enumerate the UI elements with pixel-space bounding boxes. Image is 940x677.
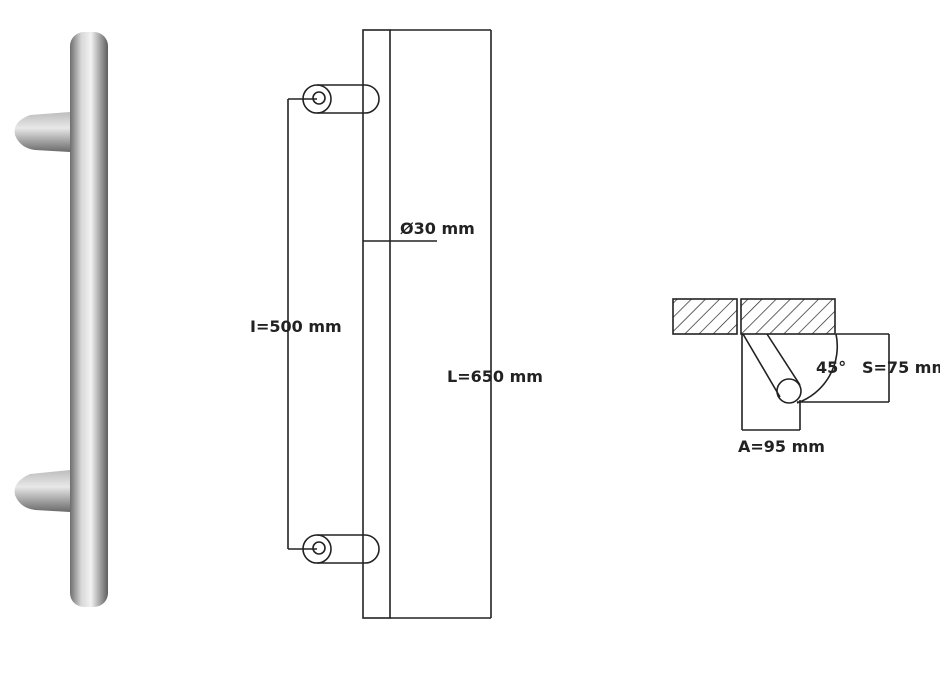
door-panel-section	[672, 298, 738, 335]
leg-section	[742, 333, 801, 398]
length-label: L=650 mm	[447, 367, 543, 386]
hole-spacing-label: I=500 mm	[250, 317, 342, 336]
handle-photo	[14, 32, 108, 607]
projection-label: A=95 mm	[738, 437, 825, 456]
side-section-drawing: 45° S=75 mm A=95 mm	[672, 298, 940, 456]
standoff-label: S=75 mm	[862, 358, 940, 377]
diameter-label: Ø30 mm	[400, 219, 475, 238]
front-view-drawing: Ø30 mm I=500 mm L=650 mm	[250, 29, 543, 619]
door-panel-section	[740, 298, 836, 335]
angle-label: 45°	[816, 358, 846, 377]
bar-section	[776, 378, 802, 404]
angle-arc	[796, 333, 839, 404]
handle-leg-top	[14, 112, 71, 152]
handle-leg-bottom	[14, 470, 71, 512]
handle-bar	[70, 32, 108, 607]
bar-outline	[362, 29, 391, 619]
